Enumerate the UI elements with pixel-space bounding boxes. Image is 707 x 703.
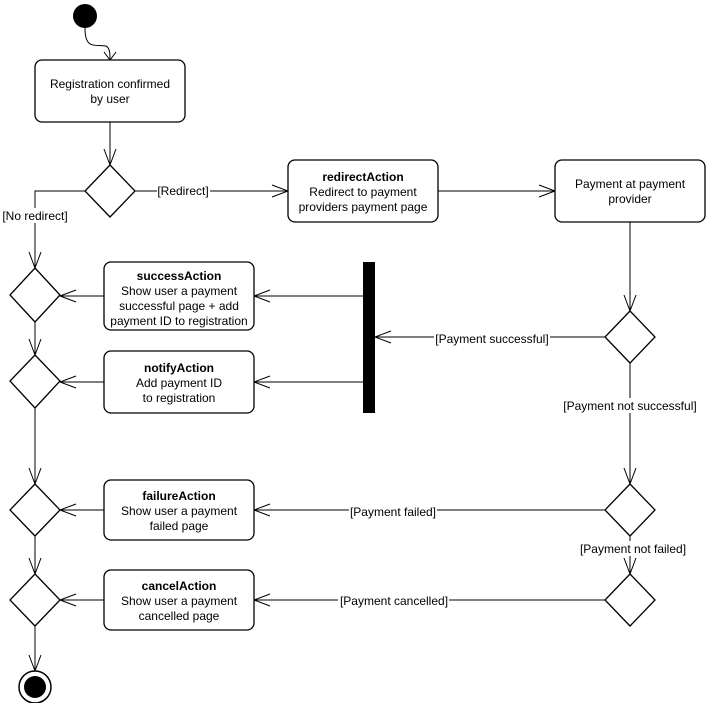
svg-text:successAction: successAction: [137, 269, 222, 283]
svg-text:payment ID to registration: payment ID to registration: [110, 314, 247, 328]
action-failure: failureAction Show user a payment failed…: [103, 479, 255, 541]
edge-no-redirect: [34, 190, 85, 268]
svg-text:to registration: to registration: [143, 391, 216, 405]
guard-payment-not-failed: [Payment not failed]: [580, 542, 686, 556]
action-notify: notifyAction Add payment ID to registrat…: [103, 350, 255, 414]
svg-text:provider: provider: [608, 192, 651, 206]
decision-payment-successful: [604, 310, 656, 364]
guard-redirect: [Redirect]: [157, 184, 208, 198]
arrowhead: [58, 289, 77, 303]
fork-bar: [363, 262, 375, 413]
action-success: successAction Show user a payment succes…: [103, 261, 255, 331]
svg-text:Show user a payment: Show user a payment: [121, 594, 238, 608]
merge-node-4: [9, 573, 61, 627]
decision-redirect: [84, 164, 136, 218]
action-redirect: redirectAction Redirect to payment provi…: [287, 159, 439, 223]
guard-payment-successful: [Payment successful]: [435, 332, 548, 346]
merge-node-2: [9, 354, 61, 409]
guard-labels: [Redirect] [No redirect] [Payment succes…: [2, 183, 697, 608]
svg-text:cancelled page: cancelled page: [139, 609, 220, 623]
guard-payment-cancelled: [Payment cancelled]: [340, 594, 448, 608]
edge-start-to-registration: [84, 27, 111, 61]
guard-payment-failed: [Payment failed]: [350, 505, 436, 519]
svg-text:Show user a payment: Show user a payment: [121, 284, 238, 298]
initial-node: [73, 4, 97, 28]
merge-node-1: [9, 267, 61, 323]
final-node: [18, 670, 52, 703]
decision-payment-failed: [604, 483, 656, 537]
merge-node-3: [9, 483, 61, 537]
action-cancel: cancelAction Show user a payment cancell…: [103, 569, 255, 631]
svg-text:Payment at payment: Payment at payment: [575, 177, 686, 191]
arrowhead: [58, 375, 77, 389]
svg-text:successful page + add: successful page + add: [119, 299, 239, 313]
svg-text:failureAction: failureAction: [142, 489, 215, 503]
svg-text:failed page: failed page: [150, 519, 209, 533]
guard-no-redirect: [No redirect]: [2, 209, 67, 223]
svg-text:cancelAction: cancelAction: [142, 579, 217, 593]
guard-payment-not-successful: [Payment not successful]: [563, 399, 696, 413]
svg-text:providers payment page: providers payment page: [299, 200, 428, 214]
action-registration-confirmed: Registration confirmed by user: [34, 59, 186, 123]
decision-payment-cancelled: [604, 573, 656, 627]
svg-text:by user: by user: [90, 92, 129, 106]
action-payment-at-provider: Payment at payment provider: [554, 159, 706, 223]
svg-text:Add payment ID: Add payment ID: [136, 376, 222, 390]
svg-text:redirectAction: redirectAction: [322, 170, 403, 184]
svg-text:Registration confirmed: Registration confirmed: [50, 77, 170, 91]
svg-text:Redirect to payment: Redirect to payment: [309, 185, 417, 199]
svg-text:Show user a payment: Show user a payment: [121, 504, 238, 518]
svg-text:notifyAction: notifyAction: [144, 361, 214, 375]
